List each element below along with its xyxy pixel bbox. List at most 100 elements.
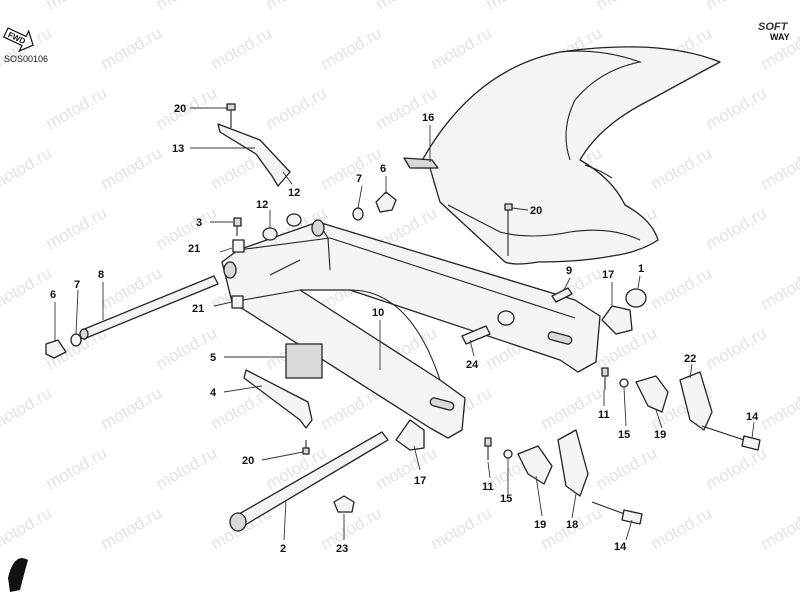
callout-3: 3 [196,217,202,229]
brand-line1: SOFT [758,21,789,33]
watermark-text: motod.ru [593,0,661,13]
callout-17b: 17 [414,475,426,487]
tank-silhouette-icon [8,558,28,592]
watermark-text: motod.ru [153,443,221,493]
part-bolt-11b [484,437,492,460]
callout-labels: 20 13 12 3 12 21 8 6 7 21 6 7 16 20 9 17… [50,103,759,555]
part-bracket-13 [217,103,291,187]
watermark-text: motod.ru [153,203,221,253]
part-bolt-11a [601,367,609,390]
callout-15b: 15 [500,493,512,505]
callout-1: 1 [638,263,644,275]
part-bolt-24 [461,310,515,345]
part-cap-23 [333,495,355,513]
watermark-text: motod.ru [758,503,800,553]
callout-23: 23 [336,543,348,555]
watermark-text: motod.ru [593,443,661,493]
watermark-text: motod.ru [648,143,716,193]
watermark-text: motod.ru [98,503,166,553]
watermark-text: motod.ru [758,143,800,193]
part-spacer-b [231,295,244,309]
part-adjuster-19a [635,375,669,413]
callout-15a: 15 [618,429,630,441]
watermark-text: motod.ru [0,143,55,193]
part-bolt-3 [233,217,242,236]
callout-7b: 7 [356,173,362,185]
callout-9: 9 [566,265,572,277]
watermark-text: motod.ru [263,83,331,133]
callout-19a: 19 [654,429,666,441]
callout-19b: 19 [534,519,546,531]
callout-5: 5 [210,352,216,364]
callout-6b: 6 [380,163,386,175]
part-swing-arm [221,219,601,439]
callout-20b: 20 [530,205,542,217]
part-bushing-1 [625,288,647,308]
part-pivot-spindle [79,275,219,340]
part-screw-9 [551,287,573,303]
callout-20a: 20 [174,103,186,115]
part-screw-20-guard [504,203,513,256]
watermark-text: motod.ru [43,203,111,253]
part-screw-20-lower [302,440,310,455]
part-washer-a [262,227,278,241]
part-pad-5 [285,343,323,379]
part-adjuster-19b [517,445,553,485]
watermark-text: motod.ru [153,323,221,373]
part-washer-15a [619,378,629,388]
part-spacer-a [232,239,245,253]
watermark-text: motod.ru [153,0,221,13]
callout-10: 10 [372,307,384,319]
part-mudguard [403,46,721,265]
callout-14a: 14 [746,411,759,423]
callout-4: 4 [210,387,217,399]
watermark-text: motod.ru [703,323,771,373]
watermark-text: motod.ru [0,383,55,433]
callout-22: 22 [684,353,696,365]
watermark-text: motod.ru [648,263,716,313]
watermark-text: motod.ru [373,0,441,13]
callout-8: 8 [98,269,104,281]
callout-7a: 7 [74,279,80,291]
callout-2: 2 [280,543,286,555]
part-cap-top [352,191,397,221]
leader-lines [54,107,755,541]
part-plate-22 [679,371,713,431]
part-washer-15b [503,449,513,459]
callout-16: 16 [422,112,434,124]
part-bolt-14b [591,501,643,525]
watermark-text: motod.ru [0,263,55,313]
callout-14b: 14 [614,541,627,553]
part-washer-b [286,213,302,227]
watermark-text: motod.ru [428,23,496,73]
callout-13: 13 [172,143,184,155]
watermark-text: motod.ru [758,383,800,433]
watermark-text: motod.ru [373,443,441,493]
part-plate-18 [557,429,589,497]
watermark-text: motod.ru [703,83,771,133]
watermark-text: motod.ru [758,263,800,313]
watermark-text: motod.ru [318,143,386,193]
part-lug-17b [601,305,633,335]
callout-21b: 21 [192,303,204,315]
part-lug-17a [395,419,425,451]
part-rear-axle [229,431,389,532]
watermark-text: motod.ru [428,503,496,553]
callout-17a: 17 [602,269,614,281]
callout-21a: 21 [188,243,200,255]
watermark-text: motod.ru [98,143,166,193]
diagram-code: SOS00106 [4,54,48,64]
watermark-text: motod.ru [43,443,111,493]
watermark-text: motod.ru [703,443,771,493]
brand-line2: WAY [770,32,790,42]
callout-24: 24 [466,359,479,371]
watermark-text: motod.ru [98,23,166,73]
callout-11b: 11 [482,481,494,493]
part-bolt-14a [701,425,761,451]
brand-logo: SOFT WAY [758,21,790,42]
watermark-text: motod.ru [0,503,55,553]
watermark-text: motod.ru [538,383,606,433]
part-bracket-4 [243,369,313,429]
